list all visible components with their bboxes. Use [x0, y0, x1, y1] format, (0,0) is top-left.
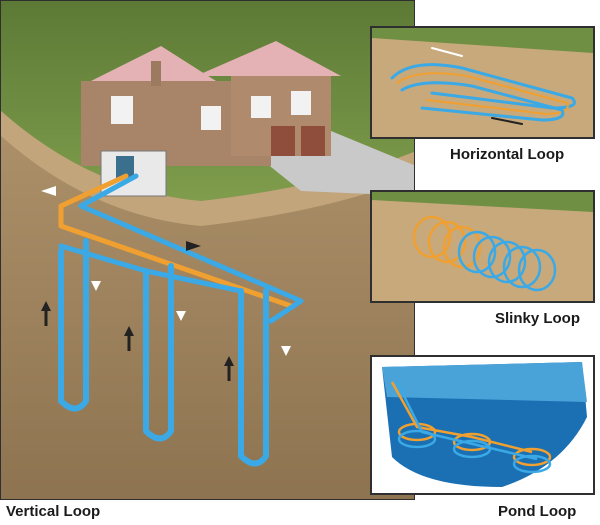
horizontal-loop-label: Horizontal Loop	[450, 146, 565, 163]
slinky-loop-panel	[370, 190, 595, 303]
pond-loop-panel	[370, 355, 595, 495]
heat-pump-icon	[116, 156, 134, 178]
house-icon	[81, 41, 341, 166]
horizontal-loop-panel	[370, 26, 595, 139]
slinky-loop-icon	[372, 192, 593, 301]
slinky-loop-label: Slinky Loop	[495, 310, 581, 327]
vertical-loop-label: Vertical Loop	[6, 503, 101, 520]
vertical-loop-panel	[0, 0, 415, 500]
horizontal-loop-icon	[372, 28, 593, 137]
pond-loop-label: Pond Loop	[498, 503, 577, 520]
vertical-loop-pipes	[58, 173, 304, 467]
soil-edge	[1, 111, 414, 226]
flow-arrows	[41, 186, 291, 381]
vertical-loop-illustration	[1, 1, 414, 499]
pond-loop-icon	[372, 357, 593, 493]
